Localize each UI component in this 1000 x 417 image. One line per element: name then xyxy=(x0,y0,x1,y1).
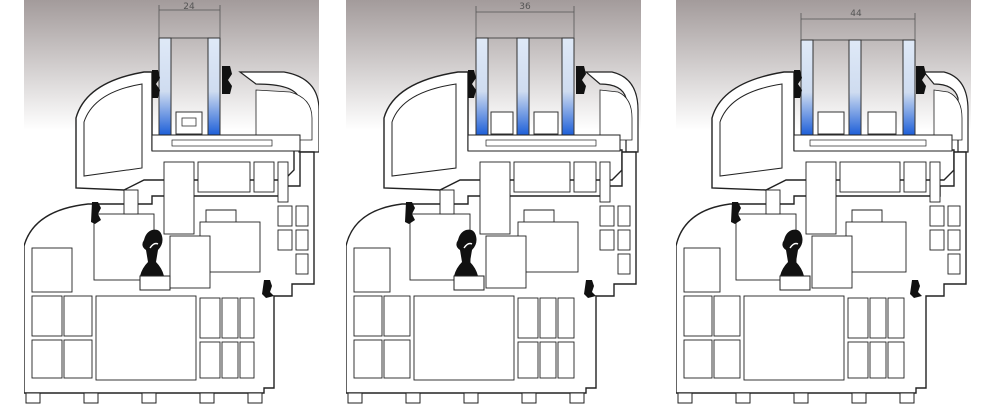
glazing-gasket xyxy=(916,66,926,94)
glass-pane xyxy=(561,37,575,136)
glass-thickness-label: 24 xyxy=(183,2,195,12)
center-seal xyxy=(454,229,478,276)
outer-gasket xyxy=(731,202,741,224)
glazing-gasket xyxy=(576,66,586,94)
glass-pane xyxy=(207,37,221,136)
profile-drawing-24 xyxy=(24,0,319,404)
seal-base xyxy=(779,275,811,291)
spacer-bar xyxy=(490,111,514,135)
profile-panel-44: 44 xyxy=(676,0,971,417)
spacer-bar xyxy=(817,111,845,135)
seal-base xyxy=(453,275,485,291)
glass-pane xyxy=(800,39,814,136)
dimension-line xyxy=(800,13,916,40)
profile-panel-24: 24 xyxy=(24,0,319,417)
outer-gasket xyxy=(405,202,415,224)
glass-pane xyxy=(475,37,489,136)
spacer-bar xyxy=(533,111,559,135)
glazing-gasket xyxy=(794,70,802,98)
glass-pane xyxy=(158,37,172,136)
profile-drawing-44 xyxy=(676,0,971,404)
glass-pane xyxy=(902,39,916,136)
dimension-line xyxy=(158,5,221,38)
center-seal xyxy=(780,229,804,276)
glazing-gasket xyxy=(468,70,476,98)
glass-pane xyxy=(848,39,862,136)
frame-gasket xyxy=(910,280,922,298)
glass-thickness-label: 36 xyxy=(519,2,531,12)
glazing-gasket xyxy=(222,66,232,94)
frame-gasket xyxy=(262,280,274,298)
glass-pane xyxy=(516,37,530,136)
center-seal xyxy=(140,229,164,276)
glass-thickness-label: 44 xyxy=(850,9,862,19)
spacer-bar xyxy=(867,111,897,135)
profile-panel-36: 36 xyxy=(346,0,641,417)
outer-gasket xyxy=(91,202,101,224)
dimension-line xyxy=(475,6,575,38)
glazing-gasket xyxy=(152,70,160,98)
seal-base xyxy=(139,275,171,291)
profile-drawing-36 xyxy=(346,0,641,404)
frame-gasket xyxy=(584,280,596,298)
